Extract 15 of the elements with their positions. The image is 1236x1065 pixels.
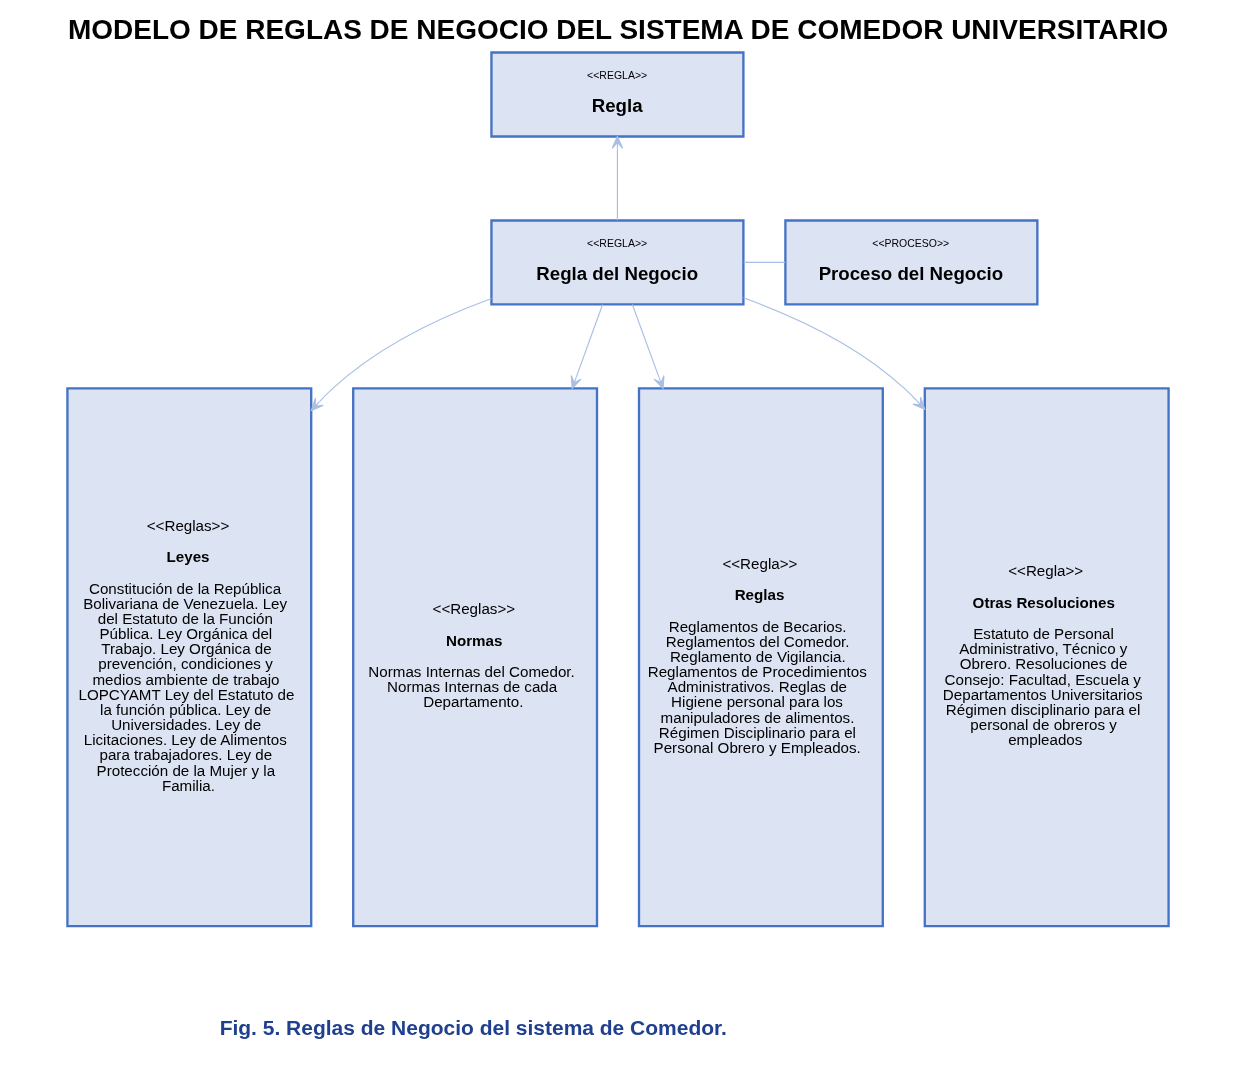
arrow [310, 297, 492, 411]
node-box: <<PROCESO>> Proceso del Negocio [784, 219, 1039, 306]
node-box: <<Reglas>> Leyes Constitución de la República Bolivariana de Venezuela. Ley del Estatuto de la Función Pública. Ley Orgánica del Trabajo. Ley Orgánica de prevención, condiciones y medios ambiente de trabajo LOPCYAMT Ley del Estatuto de la función pública. Ley de Universidades. Ley de Licitaciones. Ley de Alimentos para trabajadores. Ley de Protección de la Mujer y la Familia. [66, 387, 313, 928]
arrow [631, 303, 665, 389]
node-box: <<Regla>> Reglas Reglamentos de Becarios. Reglamentos del Comedor. Reglamento de Vigilancia. Reglamentos de Procedimientos Administrativos. Reglas de Higiene personal para los manipuladores de alimentos. Régimen Disciplinario para el Personal Obrero y Empleados. [637, 387, 884, 928]
arrow [611, 136, 624, 221]
diagram-title: MODELO DE REGLAS DE NEGOCIO DEL SISTEMA DE COMEDOR UNIVERSITARIO [68, 13, 1169, 45]
connector [743, 261, 786, 264]
node-box: <<Regla>> Otras Resoluciones Estatuto de Personal Administrativo, Técnico y Obrero. Resoluciones de Consejo: Facultad, Escuela y Departamentos Universitarios Régimen disciplinario para el personal de obreros y empleados [923, 387, 1170, 928]
node-box: <<REGLA>> Regla [490, 51, 745, 138]
arrow [570, 303, 604, 389]
caption: Fig. 5. Reglas de Negocio del sistema de Comedor. [219, 1016, 727, 1040]
arrow [742, 297, 926, 410]
node-box: <<REGLA>> Regla del Negocio [490, 219, 745, 306]
node-box: <<Reglas>> Normas Normas Internas del Comedor. Normas Internas de cada Departamento. [352, 387, 599, 928]
